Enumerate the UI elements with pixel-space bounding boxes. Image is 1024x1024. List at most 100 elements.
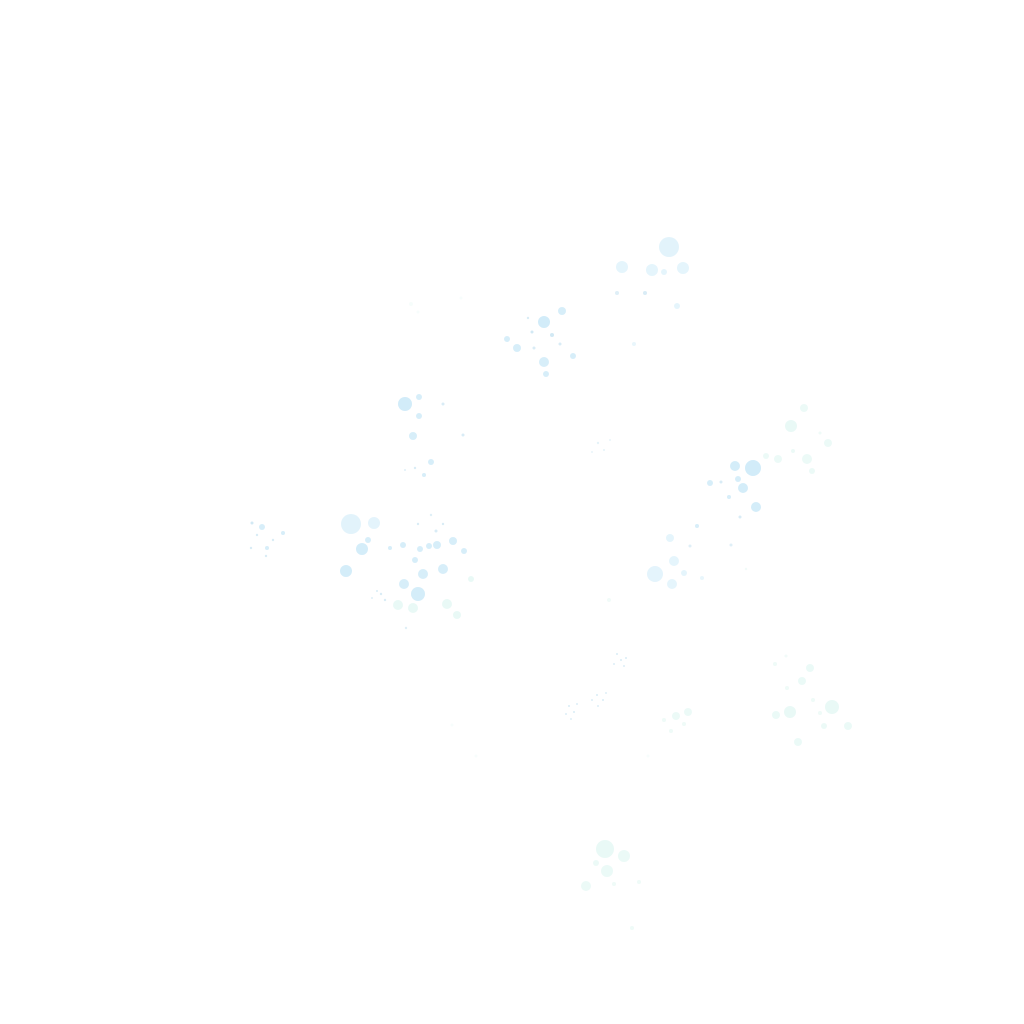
speckle-dot (824, 439, 832, 447)
speckle-dot (461, 433, 465, 437)
speckle-dot (672, 712, 680, 720)
speckle-dot (356, 543, 368, 555)
speckle-dot (441, 402, 445, 406)
speckle-dot (383, 598, 387, 602)
speckle-dot (433, 541, 441, 549)
speckle-dot (416, 522, 420, 526)
speckle-dot (450, 723, 454, 727)
speckle-dot (616, 261, 628, 273)
speckle-dot (616, 653, 618, 655)
speckle-dot (539, 357, 549, 367)
speckle-dot (428, 459, 434, 465)
speckle-dot (409, 302, 413, 306)
speckle-dot (806, 664, 814, 672)
speckle-dot (255, 533, 259, 537)
speckle-dot (784, 706, 796, 718)
speckle-dot (684, 708, 692, 716)
speckle-dot (646, 754, 650, 758)
speckle-dot (784, 654, 788, 658)
speckle-dot (625, 657, 627, 659)
speckle-dot (763, 453, 769, 459)
speckle-dot (785, 420, 797, 432)
speckle-dot (543, 371, 549, 377)
speckle-dot (667, 579, 677, 589)
speckle-dot (404, 626, 408, 630)
speckle-dot (735, 476, 741, 482)
speckle-dot (593, 860, 599, 866)
speckle-dot (413, 466, 417, 470)
speckle-dot (271, 538, 275, 542)
speckle-dot (773, 662, 777, 666)
speckle-dot (825, 700, 839, 714)
speckle-dot (570, 353, 576, 359)
speckle-dot (791, 449, 795, 453)
speckle-dot (811, 698, 815, 702)
speckle-dot (661, 269, 667, 275)
speckle-dot (368, 517, 380, 529)
speckle-dot (259, 524, 265, 530)
speckle-dot (620, 659, 622, 661)
speckle-dot (688, 544, 692, 548)
speckle-dot (818, 711, 822, 715)
speckle-dot (404, 469, 406, 471)
speckle-dot (416, 394, 422, 400)
speckle-dot (264, 554, 268, 558)
speckle-dot (459, 296, 463, 300)
speckle-dot (744, 567, 748, 571)
speckle-dot (794, 738, 802, 746)
speckle-dot (530, 330, 534, 334)
speckle-dot (682, 722, 686, 726)
speckle-dot (558, 342, 562, 346)
speckle-dot (573, 711, 575, 713)
speckle-dot (669, 556, 679, 566)
speckle-dot (576, 703, 578, 705)
speckle-dot (418, 569, 428, 579)
speckle-dot (785, 686, 789, 690)
speckle-dot (441, 522, 445, 526)
speckle-dot (442, 599, 452, 609)
speckle-dot (674, 303, 680, 309)
speckle-dot (408, 603, 418, 613)
speckle-dot (774, 455, 782, 463)
speckle-dot (695, 524, 699, 528)
speckle-dot (532, 346, 536, 350)
speckle-dot (809, 468, 815, 474)
speckle-dot (581, 881, 591, 891)
speckle-dot (719, 480, 723, 484)
speckle-dot (643, 291, 647, 295)
speckle-dot (376, 590, 378, 592)
speckle-dot (388, 546, 392, 550)
speckle-dot (412, 557, 418, 563)
speckle-dot (630, 926, 634, 930)
speckle-dot (565, 713, 567, 715)
speckle-dot (844, 722, 852, 730)
speckle-dot (449, 537, 457, 545)
speckle-dot (772, 711, 780, 719)
speckle-dot (707, 480, 713, 486)
speckle-dot (681, 570, 687, 576)
speckle-dot (666, 534, 674, 542)
speckle-dot (596, 840, 614, 858)
speckle-dot (570, 718, 572, 720)
speckle-dot (659, 237, 679, 257)
speckle-dot (596, 441, 600, 445)
speckle-dot (434, 529, 438, 533)
speckle-dot (596, 694, 598, 696)
speckle-dot (798, 677, 806, 685)
speckle-dot (426, 543, 432, 549)
speckle-dot (591, 699, 593, 701)
speckle-dot (618, 850, 630, 862)
speckle-dot (729, 543, 733, 547)
speckle-dot (615, 291, 619, 295)
speckle-dot (550, 333, 554, 337)
speckle-dot (818, 431, 822, 435)
speckle-dot (751, 502, 761, 512)
speckle-dot (393, 600, 403, 610)
speckle-dot (399, 579, 409, 589)
speckle-dot (745, 460, 761, 476)
speckle-dot (417, 546, 423, 552)
speckle-dot (677, 262, 689, 274)
speckle-dot (265, 546, 269, 550)
speckle-dot (802, 454, 812, 464)
speckle-dot (613, 663, 615, 665)
